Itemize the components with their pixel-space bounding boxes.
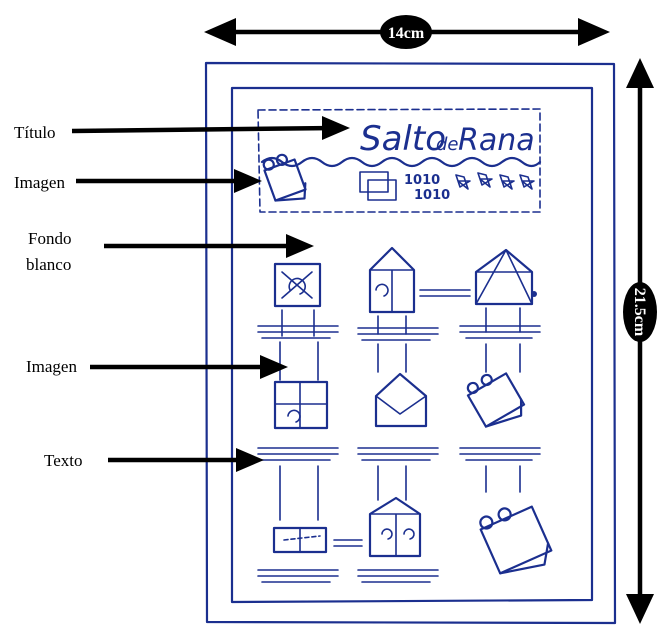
star-icon xyxy=(519,174,535,190)
height-arrow-top-head xyxy=(626,58,654,88)
annotation-label-titulo: Título xyxy=(14,123,56,142)
step-8 xyxy=(357,496,439,583)
steps-grid xyxy=(257,246,553,583)
annotation-arrow-titulo xyxy=(71,125,337,134)
annotation-label-texto: Texto xyxy=(44,451,82,470)
annotation-imagen-mid: Imagen xyxy=(26,355,288,379)
step-5 xyxy=(357,372,439,461)
height-dimension: 21.5cm xyxy=(623,58,657,624)
annotation-imagen-top: Imagen xyxy=(14,169,262,193)
step-7 xyxy=(257,526,363,583)
step-4 xyxy=(257,380,339,461)
step-9 xyxy=(479,505,553,575)
annotation-label-imagen-mid: Imagen xyxy=(26,357,77,376)
binary-text-2: 1010 xyxy=(414,188,450,203)
step-6 xyxy=(466,372,526,428)
annotation-titulo: Título xyxy=(14,116,350,142)
step-2 xyxy=(357,246,471,341)
width-arrow-right-head xyxy=(578,18,610,46)
binary-text-1: 1010 xyxy=(404,173,440,188)
step-3 xyxy=(459,248,541,339)
wave-line xyxy=(260,156,542,168)
connectors xyxy=(279,341,521,521)
sketch-title-main: Salto xyxy=(360,119,446,159)
sketch-title-de: de xyxy=(436,134,459,155)
step-1 xyxy=(257,262,339,339)
star-icon xyxy=(477,172,493,188)
height-arrow-bottom-head xyxy=(626,594,654,624)
width-label: 14cm xyxy=(388,25,425,42)
annotation-texto: Texto xyxy=(44,448,264,472)
height-label: 21.5cm xyxy=(631,288,648,337)
sketch-title-end: Rana xyxy=(458,123,535,158)
star-icon xyxy=(499,174,515,190)
annotation-label-imagen-top: Imagen xyxy=(14,173,65,192)
frog-icon xyxy=(262,153,307,202)
width-arrow-left-head xyxy=(204,18,236,46)
star-icon xyxy=(455,174,471,190)
page-sketch xyxy=(204,61,617,625)
cards-icon xyxy=(359,171,397,201)
width-badge xyxy=(380,15,432,49)
star-icons xyxy=(455,172,535,190)
height-badge xyxy=(623,282,657,342)
inner-frame xyxy=(230,86,594,604)
step-6-text xyxy=(459,447,541,461)
outer-frame xyxy=(204,61,617,625)
header-box xyxy=(257,108,541,213)
annotation-fondo: Fondo blanco xyxy=(26,229,314,274)
width-dimension: 14cm xyxy=(204,15,610,49)
annotation-label-fondo: Fondo xyxy=(28,229,71,248)
header-block: Salto de Rana 1010 1010 xyxy=(257,108,542,213)
annotation-label-blanco: blanco xyxy=(26,255,71,274)
